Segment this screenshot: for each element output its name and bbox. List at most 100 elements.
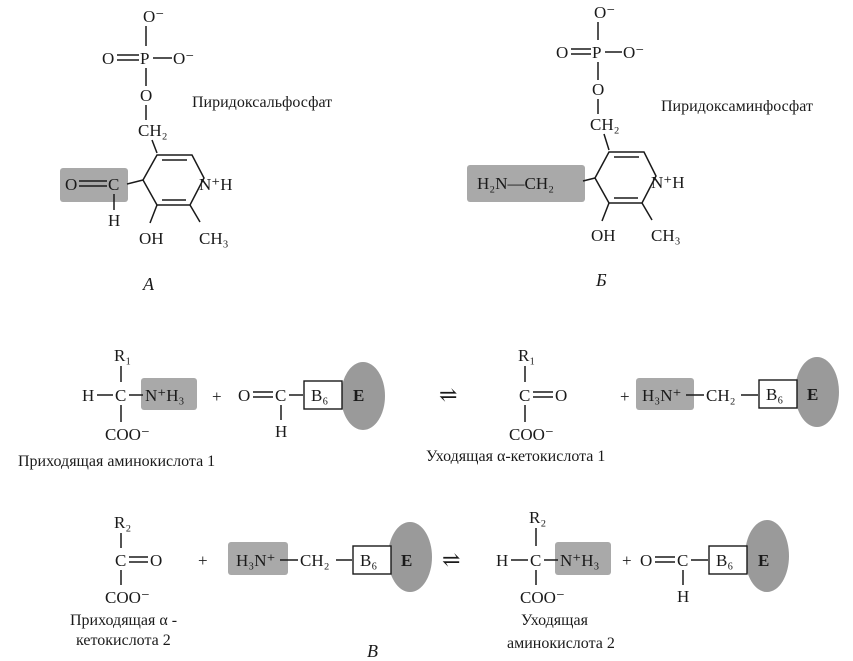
r2-pl-o: O (640, 551, 652, 570)
a-h-aldehyde: H (108, 211, 120, 230)
a-bond (151, 139, 158, 154)
r1-b6-2: B₆ (766, 385, 783, 404)
a-bond (126, 179, 144, 185)
r2-plus-1: + (198, 551, 208, 570)
b-bond (582, 177, 596, 182)
a-bond (149, 204, 158, 224)
a-o-bridge: O (140, 86, 152, 105)
b-label: Б (595, 270, 607, 290)
r1-pl-c: C (275, 386, 286, 405)
r2-equilibrium: ⇌ (442, 547, 460, 572)
a-label: А (142, 274, 155, 294)
r1-enzyme-2 (795, 357, 839, 427)
r2-aa-c: C (530, 551, 541, 570)
r2-b6-2: B₆ (716, 551, 733, 570)
r2-pl-h: H (677, 587, 689, 606)
r2-aa-amine: N⁺H₃ (560, 551, 600, 570)
r1-pm-highlight (636, 378, 694, 410)
r1-e-1: E (353, 386, 364, 405)
reaction-1: R₁ H C N⁺H₃ COO⁻ + O C H B₆ E ⇌ R₁ C O C… (18, 346, 839, 470)
r1-enzyme-1 (341, 362, 385, 430)
r2-ka-o: O (150, 551, 162, 570)
r1-caption-right: Уходящая α-кетокислота 1 (426, 448, 605, 465)
r1-plus-1: + (212, 387, 222, 406)
r2-caption-right-2: аминокислота 2 (507, 635, 615, 652)
r2-caption-right-1: Уходящая (521, 612, 589, 629)
r2-pm-ch2: CH₂ (300, 551, 330, 570)
b-aminomethyl: H₂N—CH₂ (477, 174, 554, 193)
b-nh-plus: N⁺H (651, 173, 685, 192)
r2-ka-r: R₂ (114, 513, 131, 532)
a-c-aldehyde: C (108, 175, 119, 194)
structure-b: O⁻ O P O⁻ O CH₂ N⁺H H₂N—CH₂ OH CH₃ Пирид… (467, 3, 813, 290)
r1-aa-amine: N⁺H₃ (145, 386, 185, 405)
b-ch3: CH₃ (651, 226, 681, 245)
b-name: Пиридоксаминфосфат (661, 98, 813, 115)
a-name: Пиридоксальфосфат (192, 94, 332, 111)
structure-a: O⁻ O P O⁻ O CH₂ N⁺H O C H OH CH₃ Пиридок… (60, 7, 332, 294)
r1-b6-box-2 (758, 379, 798, 409)
r1-aa-coo: COO⁻ (105, 425, 150, 444)
r2-aa-h: H (496, 551, 508, 570)
b-o-minus-right: O⁻ (623, 43, 644, 62)
r2-pl-c: C (677, 551, 688, 570)
r2-ka-coo: COO⁻ (105, 588, 150, 607)
v-label: В (367, 641, 378, 661)
r2-b6-box-2 (708, 545, 748, 575)
r2-caption-left-2: кетокислота 2 (76, 632, 171, 649)
r1-pm-ch2: CH₂ (706, 386, 736, 405)
r1-b6-box-1 (303, 380, 343, 410)
r2-enzyme-2 (745, 520, 789, 592)
r1-amine-highlight (141, 378, 197, 410)
b-oh: OH (591, 226, 616, 245)
b-o-bridge: O (592, 80, 604, 99)
r2-b6-box-1 (352, 545, 392, 575)
r1-ka-coo: COO⁻ (509, 425, 554, 444)
a-o-aldehyde: O (65, 175, 77, 194)
r1-ka-c: C (519, 386, 530, 405)
r1-caption-left: Приходящая аминокислота 1 (18, 453, 215, 470)
b-pyridine-ring (594, 151, 657, 204)
r2-pm-amine: H₃N⁺ (236, 551, 275, 570)
a-ch2: CH₂ (138, 121, 168, 140)
a-nh-plus: N⁺H (199, 175, 233, 194)
r1-aa-r: R₁ (114, 346, 131, 365)
r2-ka-c: C (115, 551, 126, 570)
r2-plus-2: + (622, 551, 632, 570)
a-oh: OH (139, 229, 164, 248)
r1-plus-2: + (620, 387, 630, 406)
r1-b6-1: B₆ (311, 386, 328, 405)
r2-enzyme-1 (388, 522, 432, 592)
b-ch2: CH₂ (590, 115, 620, 134)
r1-pl-h: H (275, 422, 287, 441)
r2-pm-highlight (228, 542, 288, 575)
aldehyde-highlight (60, 168, 128, 202)
r2-e-1: E (401, 551, 412, 570)
a-pyridine-ring (142, 154, 205, 206)
b-bond (603, 133, 610, 151)
a-o-left: O (102, 49, 114, 68)
r2-aa-coo: COO⁻ (520, 588, 565, 607)
r1-e-2: E (807, 385, 818, 404)
r2-e-2: E (758, 551, 769, 570)
a-o-minus-right: O⁻ (173, 49, 194, 68)
a-bond (189, 204, 201, 223)
b-o-left: O (556, 43, 568, 62)
r1-aa-h: H (82, 386, 94, 405)
a-p: P (140, 49, 149, 68)
r2-b6-1: B₆ (360, 551, 377, 570)
b-bond (601, 202, 610, 222)
r1-ka-r: R₁ (518, 346, 535, 365)
b-bond (641, 202, 653, 221)
a-o-minus-top: O⁻ (143, 7, 164, 26)
r1-ka-o: O (555, 386, 567, 405)
b-o-minus-top: O⁻ (594, 3, 615, 22)
r2-amine-highlight (555, 542, 611, 575)
reaction-2: R₂ C O COO⁻ + H₃N⁺ CH₂ B₆ E ⇌ R₂ H C N⁺H… (70, 508, 789, 661)
r1-pl-o: O (238, 386, 250, 405)
r1-aa-c: C (115, 386, 126, 405)
a-ch3: CH₃ (199, 229, 229, 248)
aminomethyl-highlight (467, 165, 585, 202)
r2-caption-left-1: Приходящая α - (70, 612, 177, 629)
